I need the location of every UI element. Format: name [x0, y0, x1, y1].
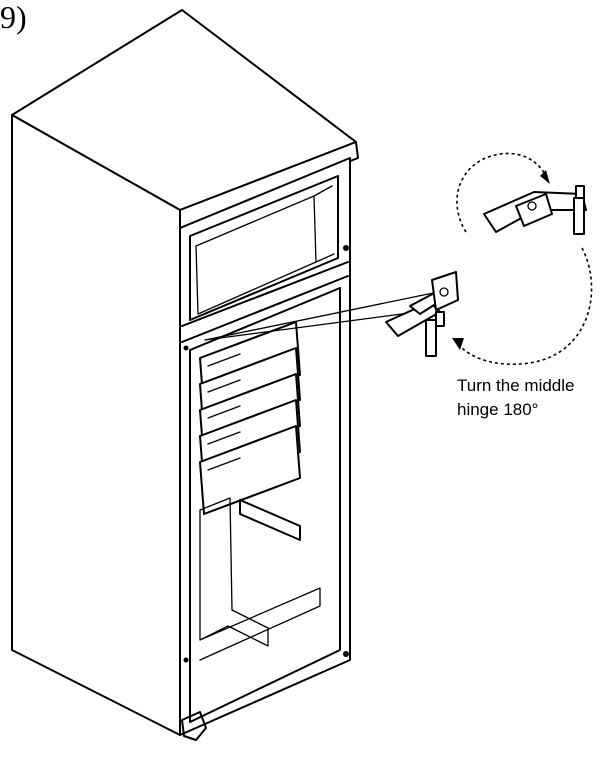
- rotation-instruction: Turn the middle hinge 180°: [457, 374, 611, 422]
- freezer-inner: [195, 185, 335, 315]
- fridge-side-panel: [11, 114, 181, 736]
- hinge-icon: [385, 271, 459, 357]
- rotation-arrow-icon: [452, 152, 593, 366]
- bottom-hinge: [181, 711, 207, 741]
- screw: [343, 245, 349, 251]
- screw: [343, 651, 349, 657]
- fridge-illustration: [11, 9, 359, 741]
- caption-line-2: hinge 180°: [457, 400, 539, 419]
- hinge-icon: [483, 185, 587, 235]
- leader-lines: [204, 291, 439, 341]
- middle-divider: [181, 261, 349, 343]
- freezer-opening: [189, 175, 339, 321]
- bottom-shelf-rail: [239, 499, 301, 541]
- screw: [183, 345, 189, 351]
- screw: [183, 657, 189, 663]
- bottom-inner-frame: [199, 497, 321, 661]
- caption-line-1: Turn the middle: [457, 376, 575, 395]
- step-number: 9): [0, 0, 27, 35]
- drawer-stack: [199, 321, 301, 515]
- fridge-opening: [189, 287, 341, 723]
